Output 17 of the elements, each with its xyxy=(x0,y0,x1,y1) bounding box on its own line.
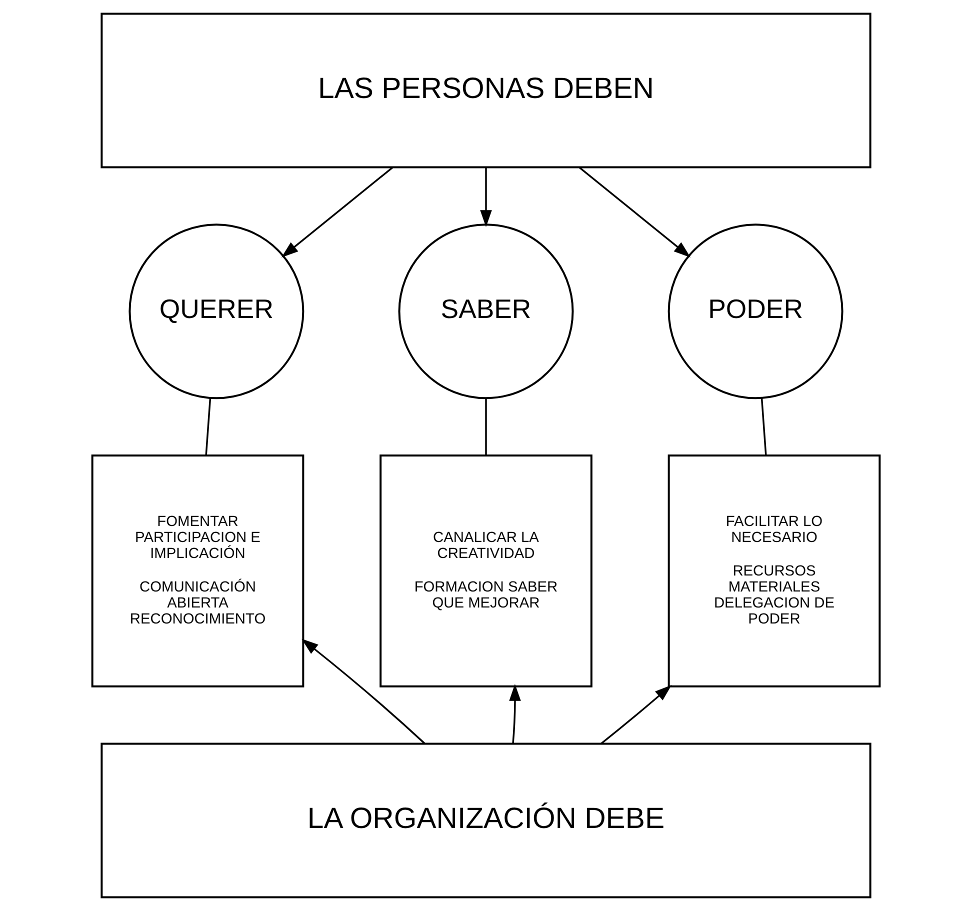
node-box: LAS PERSONAS DEBEN xyxy=(100,12,872,168)
node-box: CANALICAR LA CREATIVIDAD FORMACION SABER QUE MEJORAR xyxy=(380,454,592,688)
node-box: LA ORGANIZACIÓN DEBE xyxy=(100,742,872,898)
arrow xyxy=(480,168,492,228)
node-box: FOMENTAR PARTICIPACION E IMPLICACIÓN COMUNICACIÓN ABIERTA RECONOCIMIENTO xyxy=(91,454,304,688)
node-box: FACILITAR LO NECESARIO RECURSOS MATERIALES DELEGACION DE PODER xyxy=(668,454,881,688)
connector xyxy=(485,398,487,456)
node-circle: QUERER xyxy=(128,224,304,400)
connector xyxy=(205,398,212,456)
arrow xyxy=(281,166,394,258)
node-circle: PODER xyxy=(668,224,844,400)
node-circle: SABER xyxy=(398,224,574,400)
arrow xyxy=(578,166,691,258)
connector xyxy=(760,398,767,456)
arrow xyxy=(509,684,521,744)
arrow xyxy=(600,684,672,744)
arrow xyxy=(301,638,426,744)
